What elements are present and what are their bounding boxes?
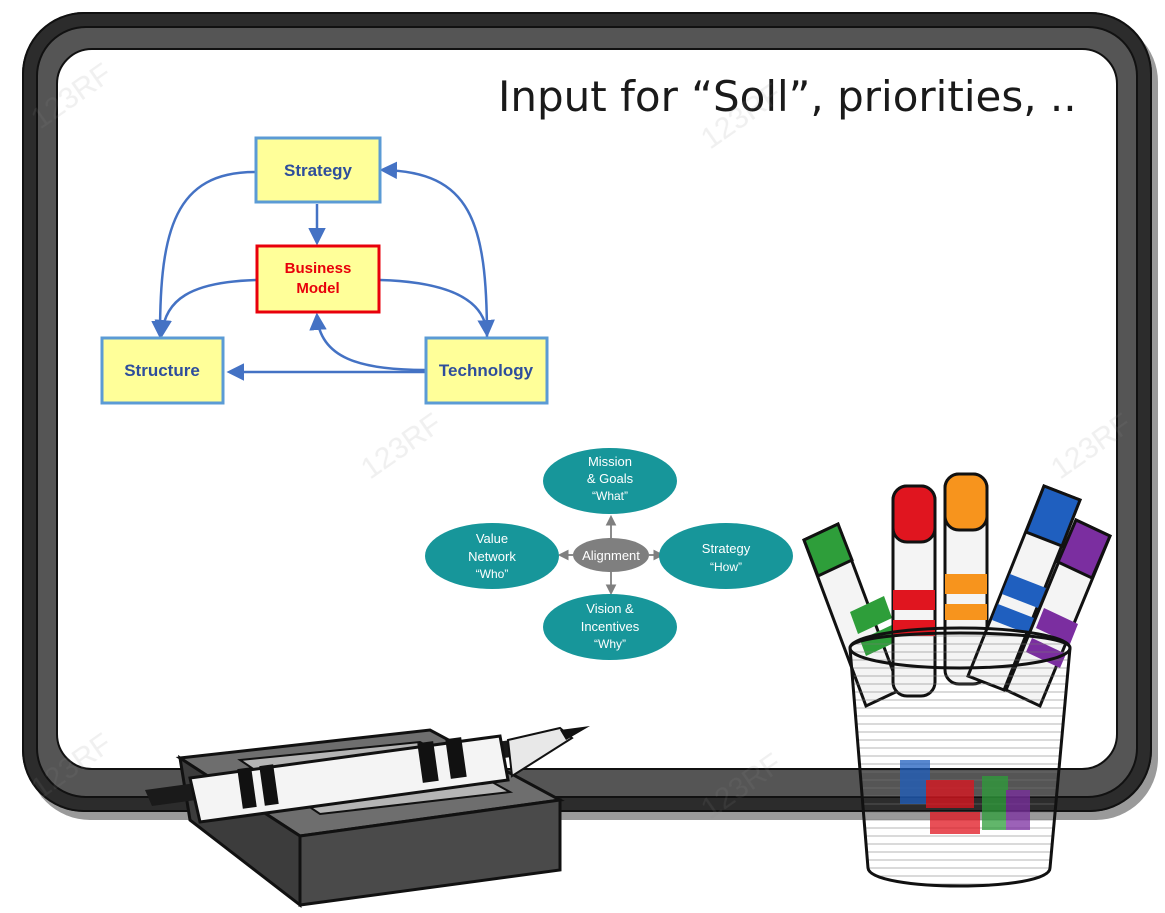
watermark-text: 123RF <box>355 407 448 486</box>
oval-strategy-line2: “How” <box>710 560 742 574</box>
center-alignment-label: Alignment <box>582 548 640 563</box>
oval-vision-line3: “Why” <box>594 637 626 651</box>
box-structure: Structure <box>100 336 225 405</box>
watermark-text: 123RF <box>25 727 118 806</box>
oval-value-network: Value Network “Who” <box>425 523 559 589</box>
watermark-text: 123RF <box>695 77 788 156</box>
oval-vision-line2: Incentives <box>581 619 640 634</box>
box-business-model-line1: Business <box>285 260 352 277</box>
watermark-text: 123RF <box>695 747 788 826</box>
box-strategy: Strategy <box>254 136 382 204</box>
whiteboard-title: Input for “Soll”, priorities, .. <box>498 72 1077 121</box>
pen-icon <box>145 726 590 824</box>
box-business-model-line2: Model <box>296 280 339 297</box>
cup-body <box>848 631 1072 888</box>
watermark-text: 123RF <box>25 57 118 136</box>
oval-vision-line1: Vision & <box>586 601 634 616</box>
oval-vision-incentives: Vision & Incentives “Why” <box>543 594 677 660</box>
arrow-strategy-to-structure <box>151 170 256 339</box>
framework-arrows <box>151 161 495 381</box>
box-strategy-label: Strategy <box>284 161 353 180</box>
box-structure-label: Structure <box>124 361 200 380</box>
arrow-business-model-to-structure <box>154 278 257 338</box>
oval-value-line3: “Who” <box>476 567 509 581</box>
watermark-text: 123RF <box>1045 407 1138 486</box>
oval-strategy: Strategy “How” <box>659 523 793 589</box>
oval-value-line1: Value <box>476 531 508 546</box>
oval-strategy-line1: Strategy <box>702 541 751 556</box>
oval-mission-line3: “What” <box>592 489 628 503</box>
oval-mission-line2: & Goals <box>587 471 634 486</box>
oval-mission-goals: Mission & Goals “What” <box>543 448 677 514</box>
marker-cup-icon <box>802 472 1112 888</box>
oval-mission-line1: Mission <box>588 454 632 469</box>
arrow-technology-to-strategy <box>379 161 489 339</box>
box-business-model: Business Model <box>255 244 381 314</box>
box-technology: Technology <box>424 336 549 405</box>
arrow-business-model-to-technology <box>379 278 495 338</box>
arrow-technology-to-business-model <box>309 312 426 372</box>
oval-value-line2: Network <box>468 549 516 564</box>
marker-orange-icon <box>943 472 989 686</box>
box-technology-label: Technology <box>439 361 534 380</box>
oval-center-alignment: Alignment <box>573 538 649 572</box>
